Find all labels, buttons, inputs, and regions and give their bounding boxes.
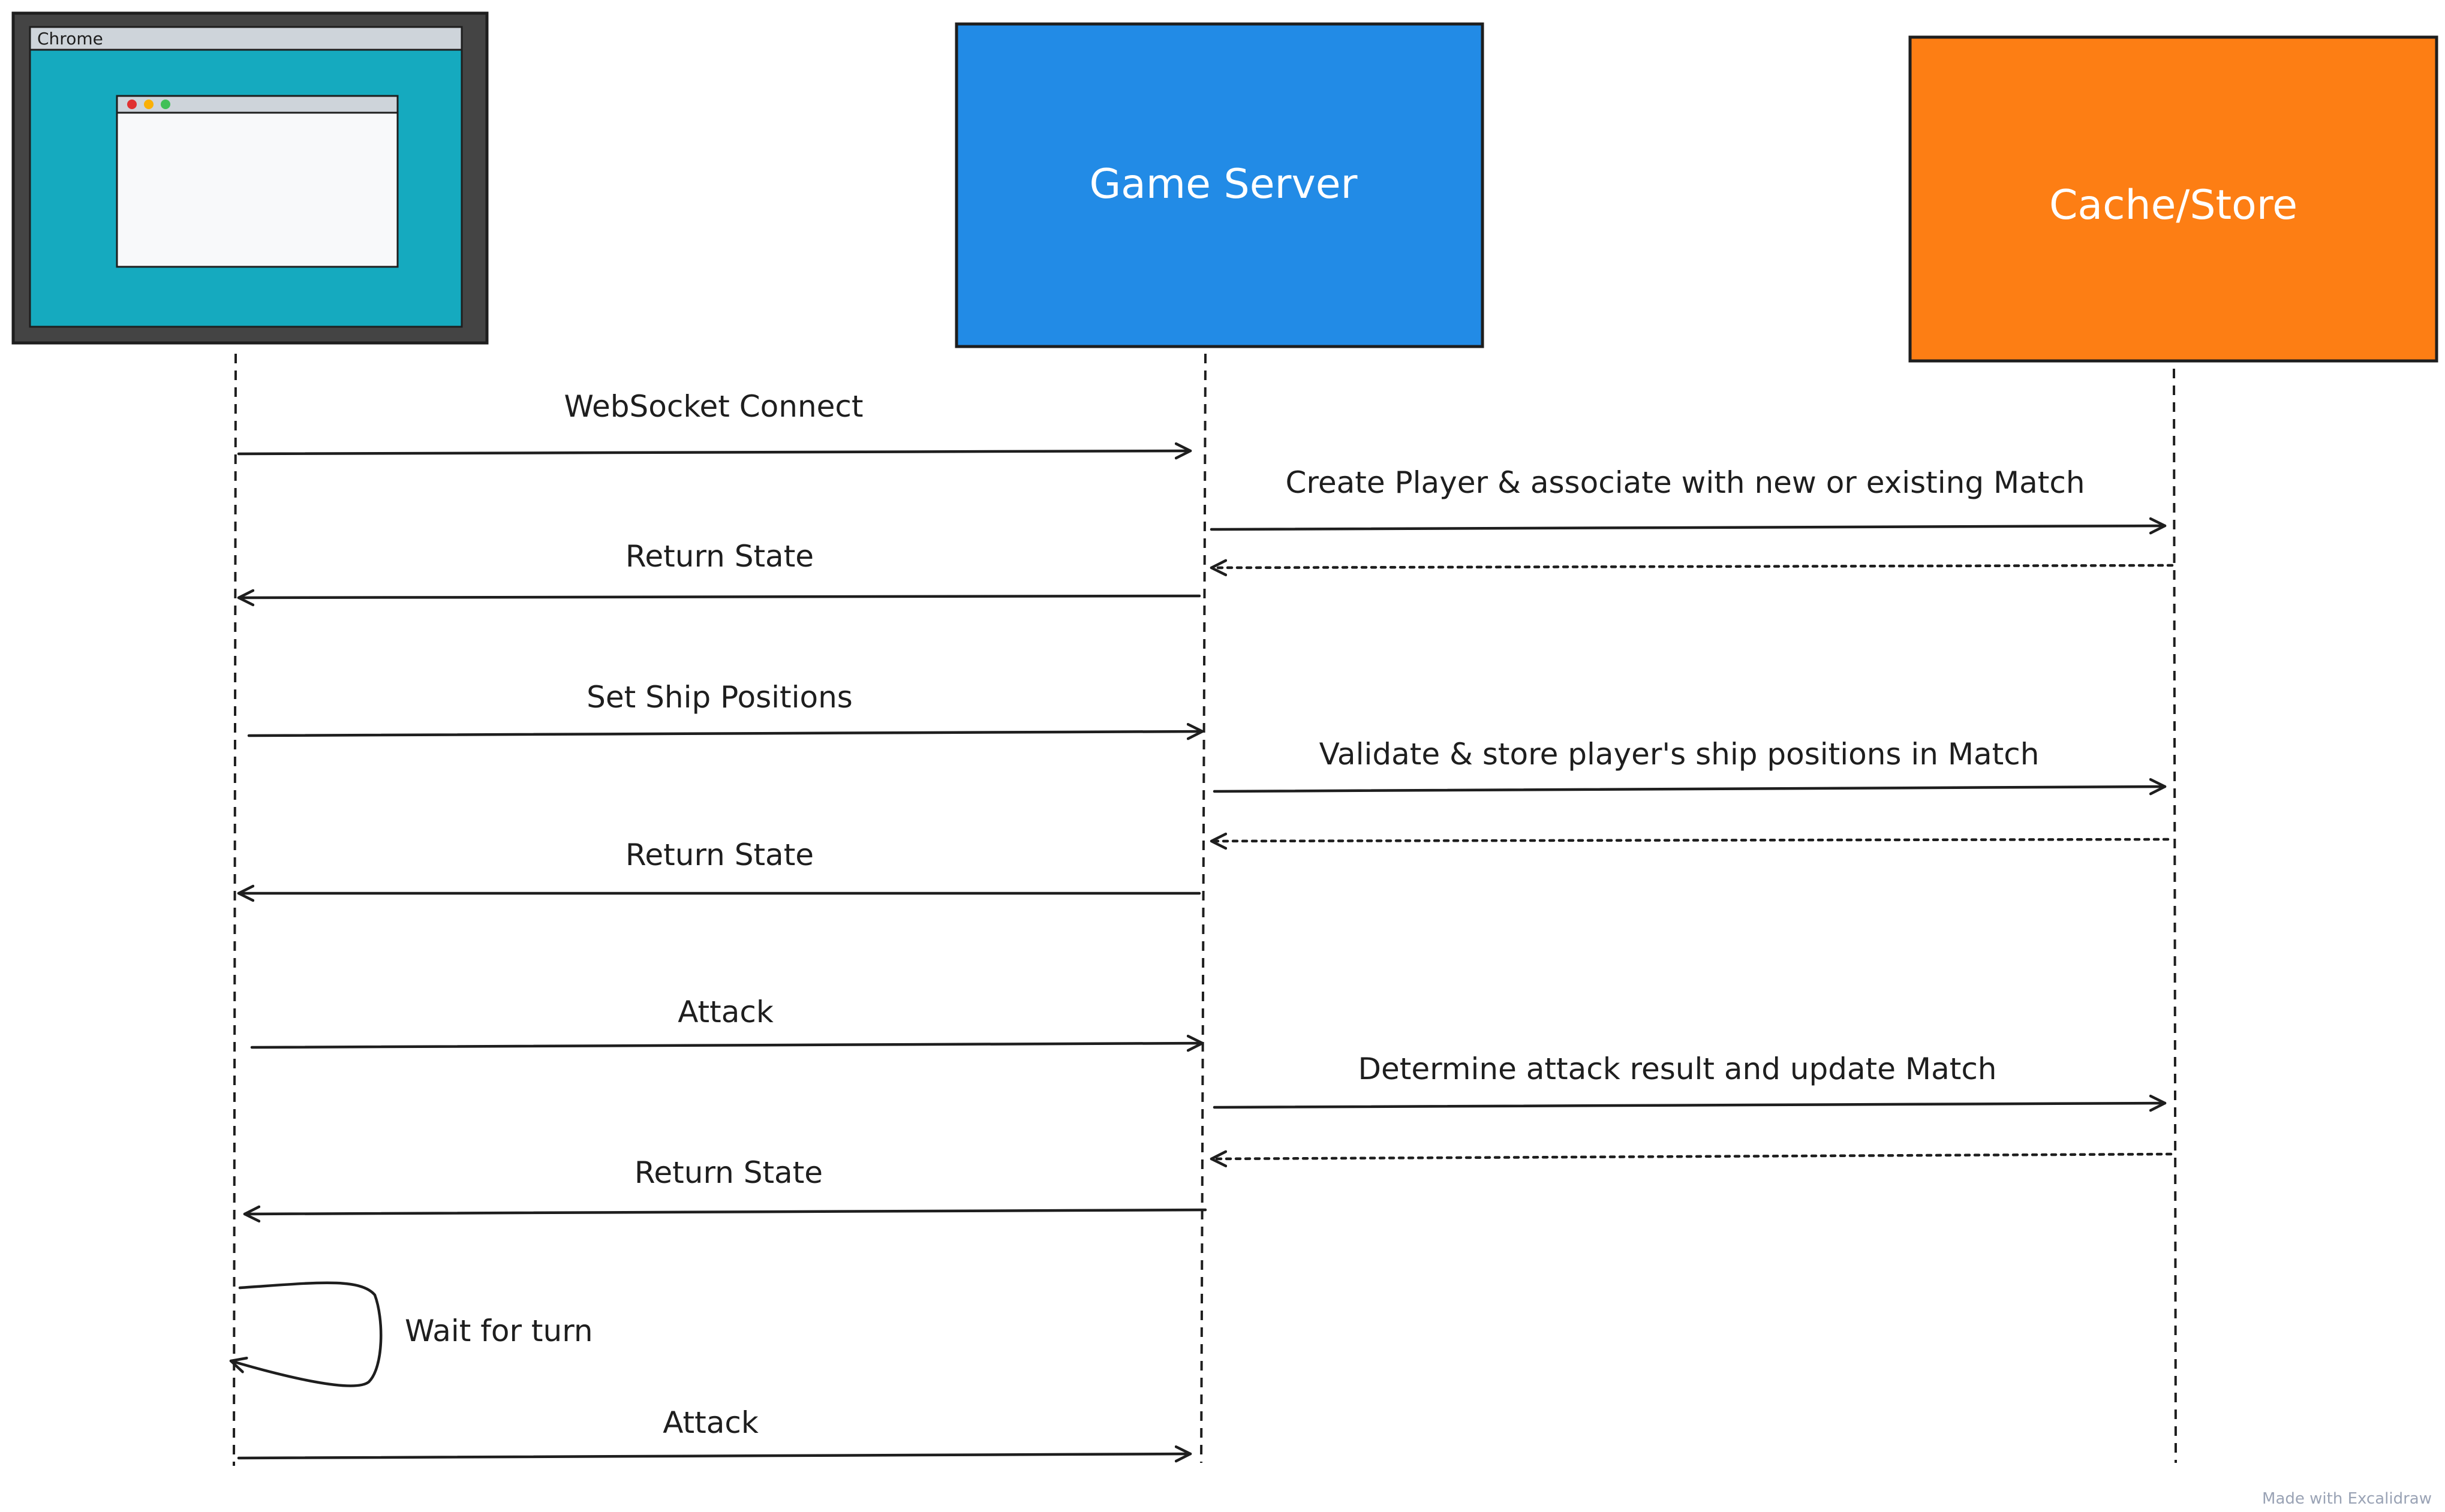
- label-attack-2: Attack: [663, 1405, 759, 1440]
- msg-determine-attack: [1213, 1103, 2167, 1107]
- label-set-ship-positions: Set Ship Positions: [587, 680, 853, 715]
- msg-attack-2: [237, 1454, 1192, 1458]
- label-determine-attack: Determine attack result and update Match: [1358, 1052, 1996, 1086]
- msg-wait-for-turn-loop: [229, 1281, 383, 1387]
- store-label: Cache/Store: [2049, 182, 2297, 229]
- minimize-dot-icon: [144, 100, 154, 109]
- participant-store: Cache/Store: [1908, 35, 2438, 363]
- msg-return-state-1: [237, 596, 1201, 598]
- server-label: Game Server: [1089, 161, 1357, 208]
- window-title: Chrome: [37, 29, 103, 49]
- label-wait-for-turn: Wait for turn: [405, 1314, 593, 1348]
- store-box: [1908, 35, 2438, 363]
- label-create-player: Create Player & associate with new or ex…: [1285, 465, 2085, 500]
- lifeline-store: [2173, 368, 2177, 1463]
- lifeline-browser: [233, 353, 237, 1466]
- browser-window: [116, 95, 399, 268]
- close-dot-icon: [127, 100, 137, 109]
- messages: [229, 451, 2174, 1458]
- msg-websocket-connect: [237, 451, 1192, 454]
- footer-credit: Made with Excalidraw: [2262, 1490, 2432, 1508]
- message-labels: WebSocket Connect Create Player & associ…: [405, 389, 2085, 1440]
- msg-store-reply-2: [1210, 839, 2170, 841]
- label-validate-store: Validate & store player's ship positions…: [1319, 737, 2040, 772]
- lifeline-server: [1200, 353, 1207, 1463]
- browser-window-titlebar: [116, 95, 399, 114]
- msg-store-reply-3: [1210, 1154, 2173, 1159]
- lifelines: [233, 353, 2177, 1466]
- msg-validate-store: [1213, 787, 2167, 791]
- msg-return-state-3: [243, 1210, 1207, 1214]
- server-box: [955, 22, 1484, 348]
- msg-attack-1: [250, 1043, 1204, 1047]
- msg-store-reply-1: [1210, 565, 2174, 568]
- label-return-state-1: Return State: [625, 539, 814, 574]
- participant-server: Game Server: [955, 22, 1484, 348]
- label-attack-1: Attack: [678, 995, 774, 1029]
- window-titlebar: [29, 26, 463, 51]
- label-websocket-connect: WebSocket Connect: [564, 389, 864, 424]
- label-return-state-3: Return State: [634, 1155, 823, 1190]
- label-return-state-2: Return State: [625, 838, 814, 872]
- maximize-dot-icon: [161, 100, 170, 109]
- msg-set-ship-positions: [247, 731, 1204, 736]
- msg-create-player: [1210, 526, 2167, 529]
- participant-browser: Chrome: [11, 11, 489, 345]
